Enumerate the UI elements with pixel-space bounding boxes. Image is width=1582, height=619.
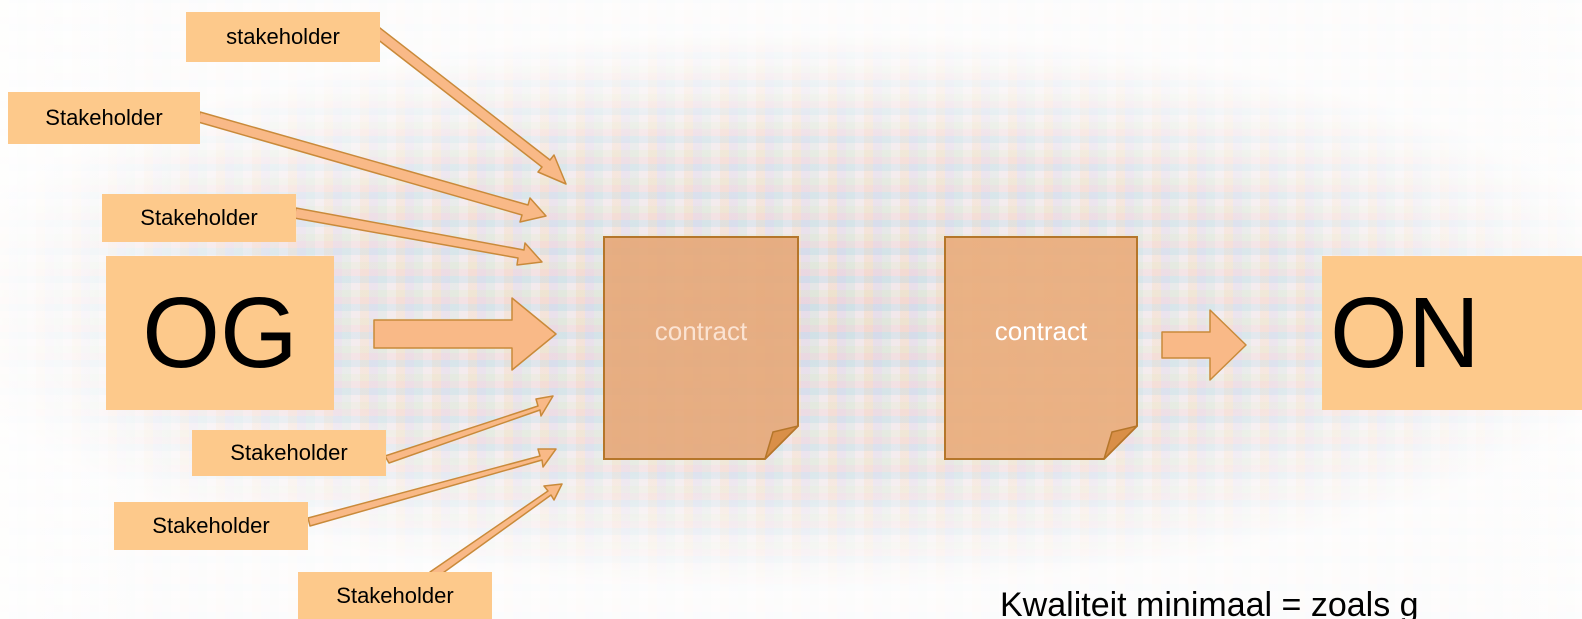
contract-label-1: contract — [654, 316, 748, 346]
origin-box: OG — [106, 256, 334, 410]
arrow-stakeholder-3 — [293, 207, 543, 266]
stakeholder-label-5: Stakeholder — [152, 513, 270, 538]
stakeholder-label-2: Stakeholder — [45, 105, 163, 130]
document-icon — [603, 236, 801, 460]
stakeholder-box-2: Stakeholder — [8, 92, 200, 144]
arrow-stakeholder-5 — [307, 448, 557, 527]
destination-label: ON — [1330, 276, 1480, 389]
stakeholder-label-1: stakeholder — [226, 24, 340, 49]
arrow-stakeholder-1 — [371, 27, 567, 185]
stakeholder-box-1: stakeholder — [186, 12, 380, 62]
destination-box: ON — [1322, 256, 1582, 410]
stakeholder-box-3: Stakeholder — [102, 194, 296, 242]
stakeholder-box-5: Stakeholder — [114, 502, 308, 550]
arrow-stakeholder-4 — [384, 395, 554, 464]
arrow-on — [1161, 309, 1247, 381]
contract-document-1: contract — [603, 236, 801, 460]
quality-note: Kwaliteit minimaal = zoals g — [1000, 586, 1419, 619]
arrow-stakeholder-6 — [429, 483, 563, 579]
stakeholder-label-4: Stakeholder — [230, 440, 348, 465]
stakeholder-label-6: Stakeholder — [336, 582, 454, 608]
stakeholder-box-4: Stakeholder — [192, 430, 386, 476]
stakeholder-box-6: Stakeholder — [298, 572, 492, 619]
contract-label-2: contract — [994, 316, 1088, 346]
contract-document-2: contract — [944, 236, 1140, 460]
stakeholder-label-3: Stakeholder — [140, 205, 258, 230]
origin-label: OG — [142, 276, 298, 389]
arrow-og — [373, 297, 557, 371]
arrow-stakeholder-2 — [197, 111, 547, 223]
document-icon — [944, 236, 1140, 460]
